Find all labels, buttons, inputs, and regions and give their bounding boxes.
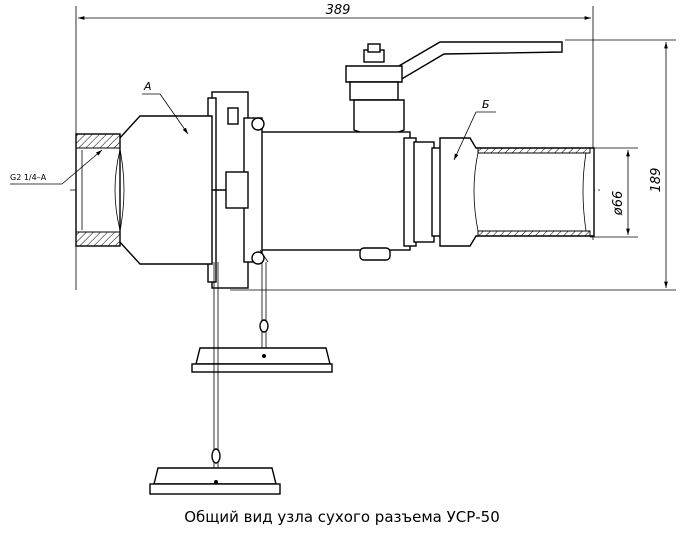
pipe-nozzle bbox=[439, 137, 595, 247]
dimension-height: 189 bbox=[230, 39, 676, 291]
valve-handle bbox=[345, 41, 563, 136]
threaded-end bbox=[75, 133, 121, 247]
dimension-height-label: 189 bbox=[649, 168, 664, 193]
figure-caption: Общий вид узла сухого разъема УСР-50 bbox=[184, 508, 500, 526]
svg-text:Б: Б bbox=[482, 98, 490, 111]
label-b: Б bbox=[453, 98, 496, 161]
coupling-cone bbox=[117, 115, 213, 265]
dimension-diameter-label: ø66 bbox=[611, 191, 626, 217]
dimension-diameter: ø66 bbox=[590, 147, 638, 238]
dimension-length-label: 389 bbox=[326, 3, 351, 18]
valve-body bbox=[259, 131, 443, 261]
label-a: А bbox=[142, 80, 189, 135]
cap-upper bbox=[191, 262, 333, 373]
label-thread: G2 1/4–A bbox=[10, 149, 103, 185]
svg-text:А: А bbox=[143, 80, 152, 93]
svg-text:G2 1/4–A: G2 1/4–A bbox=[10, 173, 47, 182]
coupling-flange bbox=[206, 91, 269, 289]
cap-lower bbox=[149, 262, 281, 495]
